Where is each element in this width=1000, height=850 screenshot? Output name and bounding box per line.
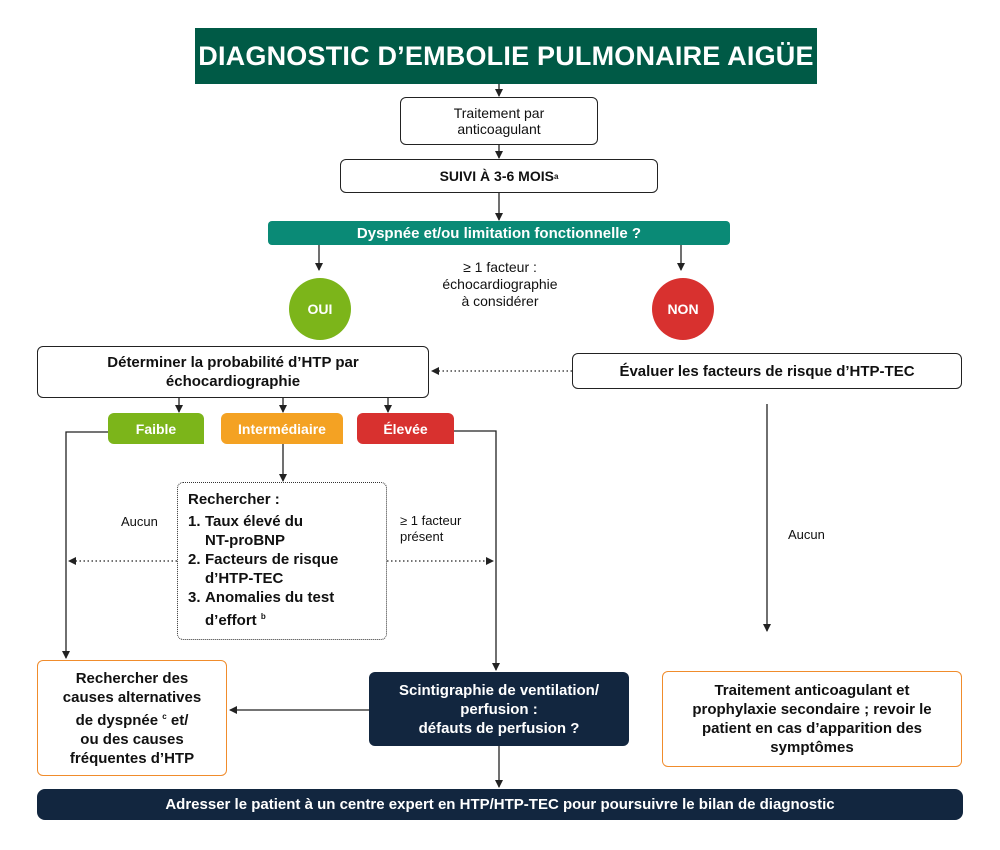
treatment-box: Traitement par anticoagulant [400,97,598,145]
determine-probability-box: Déterminer la probabilité d’HTP par écho… [37,346,429,398]
treatment-line-1: Traitement par [453,105,545,121]
alt-line-5: fréquentes d’HTP [69,749,195,767]
search-item-number: 3. [188,589,201,606]
evaluate-risk-factors-box: Évaluer les facteurs de risque d’HTP-TEC [572,353,962,389]
followup-label: SUIVI À 3-6 MOIS [439,168,554,184]
note-line-1: ≥ 1 facteur : [463,259,537,275]
referral-bar: Adresser le patient à un centre expert e… [37,789,963,820]
anticoagulant-followup-box: Traitement anticoagulant et prophylaxie … [662,671,962,767]
search-criteria-box: Rechercher : 1. Taux élevé du NT-proBNP … [177,482,387,640]
arrow-high-to-scintigraphy [454,430,500,671]
anticoag-line-4: symptômes [770,739,854,756]
followup-footnote-mark: a [553,171,559,181]
alt-line-1: Rechercher des [75,669,189,687]
treatment-line-2: anticoagulant [457,121,541,137]
intermediate-probability-tag: Intermédiaire [221,413,343,444]
search-item-number: 2. [188,551,201,568]
low-probability-tag: Faible [108,413,204,444]
factor-present-label: ≥ 1 facteur présent [400,513,500,545]
alt-line-4: ou des causes [80,730,184,748]
anticoag-line-2: prophylaxie secondaire ; revoir le [692,701,932,718]
search-item-line-2: d’effort [205,612,257,629]
search-item-line-1: Taux élevé du [205,513,304,530]
no-circle: NON [652,278,714,340]
search-item-line-2: d’HTP-TEC [205,570,284,587]
search-item-number: 1. [188,513,201,530]
search-criteria-list: 1. Taux élevé du NT-proBNP 2. Facteurs d… [188,512,386,630]
note-line-2: échocardiographie [442,276,558,292]
search-item-line-2: NT-proBNP [205,532,285,549]
alternative-causes-box: Rechercher des causes alternatives de dy… [37,660,227,776]
alt-line-3b: et/ [166,711,189,729]
factor-line-1: ≥ 1 facteur [400,513,462,528]
scintigraphy-box: Scintigraphie de ventilation/ perfusion … [369,672,629,746]
search-item: 3. Anomalies du test d’effort b [188,588,386,630]
scinti-line-1: Scintigraphie de ventilation/ [398,681,600,699]
yes-circle: OUI [289,278,351,340]
alt-line-2: causes alternatives [62,688,202,706]
arrow-low-to-alt-causes [62,431,108,659]
none-label-right: Aucun [788,527,825,542]
alt-line-3a: de dyspnée [75,711,159,729]
none-label-left: Aucun [121,514,158,529]
page-title: DIAGNOSTIC D’EMBOLIE PULMONAIRE AIGÜE [195,28,817,84]
note-line-3: à considérer [461,293,539,309]
search-heading: Rechercher : [188,491,280,508]
determine-line-1: Déterminer la probabilité d’HTP par [107,354,359,371]
factor-line-2: présent [400,529,444,544]
anticoag-line-1: Traitement anticoagulant et [714,682,910,699]
search-item-line-1: Anomalies du test [205,589,335,606]
search-item: 1. Taux élevé du NT-proBNP [188,512,386,550]
dyspnea-footnote-mark: c [162,711,167,721]
anticoag-line-3: patient en cas d’apparition des [701,720,923,737]
dyspnea-question-bar: Dyspnée et/ou limitation fonctionnelle ? [268,221,730,245]
search-item: 2. Facteurs de risque d’HTP-TEC [188,550,386,588]
high-probability-tag: Élevée [357,413,454,444]
exercise-footnote-mark: b [260,612,266,621]
scinti-line-2: perfusion : [460,700,538,718]
echocardiography-note: ≥ 1 facteur : échocardiographie à consid… [405,259,595,310]
search-item-line-1: Facteurs de risque [205,551,339,568]
scinti-line-3: défauts de perfusion ? [418,719,580,737]
determine-line-2: échocardiographie [165,373,301,390]
